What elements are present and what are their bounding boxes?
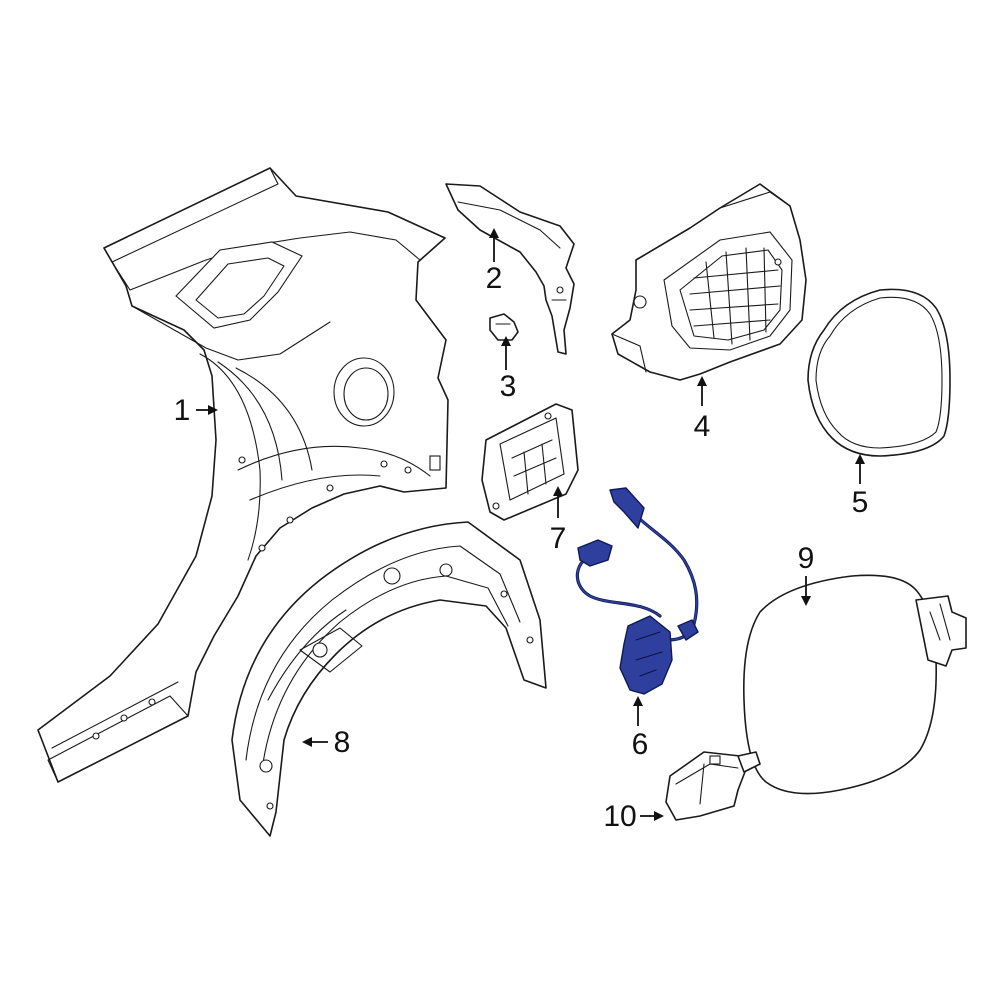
callout-1: 1	[174, 394, 191, 427]
housing-bracket	[481, 403, 579, 521]
callout-6: 6	[632, 728, 649, 761]
door-seal	[807, 288, 951, 457]
callout-8: 8	[334, 726, 351, 759]
callout-4: 4	[694, 410, 711, 443]
lock-module	[665, 751, 761, 821]
upper-bracket	[445, 183, 575, 355]
callout-10: 10	[603, 800, 636, 833]
callout-9: 9	[798, 542, 815, 575]
callout-3: 3	[500, 370, 517, 403]
filler-housing	[611, 183, 807, 381]
callout-7: 7	[550, 522, 567, 555]
clip	[489, 313, 519, 341]
fuel-door-actuator	[575, 487, 699, 695]
quarter-panel	[37, 167, 449, 783]
callout-5: 5	[852, 486, 869, 519]
callout-2: 2	[486, 262, 503, 295]
wheel-liner	[231, 521, 547, 837]
leader-lines	[196, 228, 865, 821]
fuel-door	[743, 574, 967, 795]
